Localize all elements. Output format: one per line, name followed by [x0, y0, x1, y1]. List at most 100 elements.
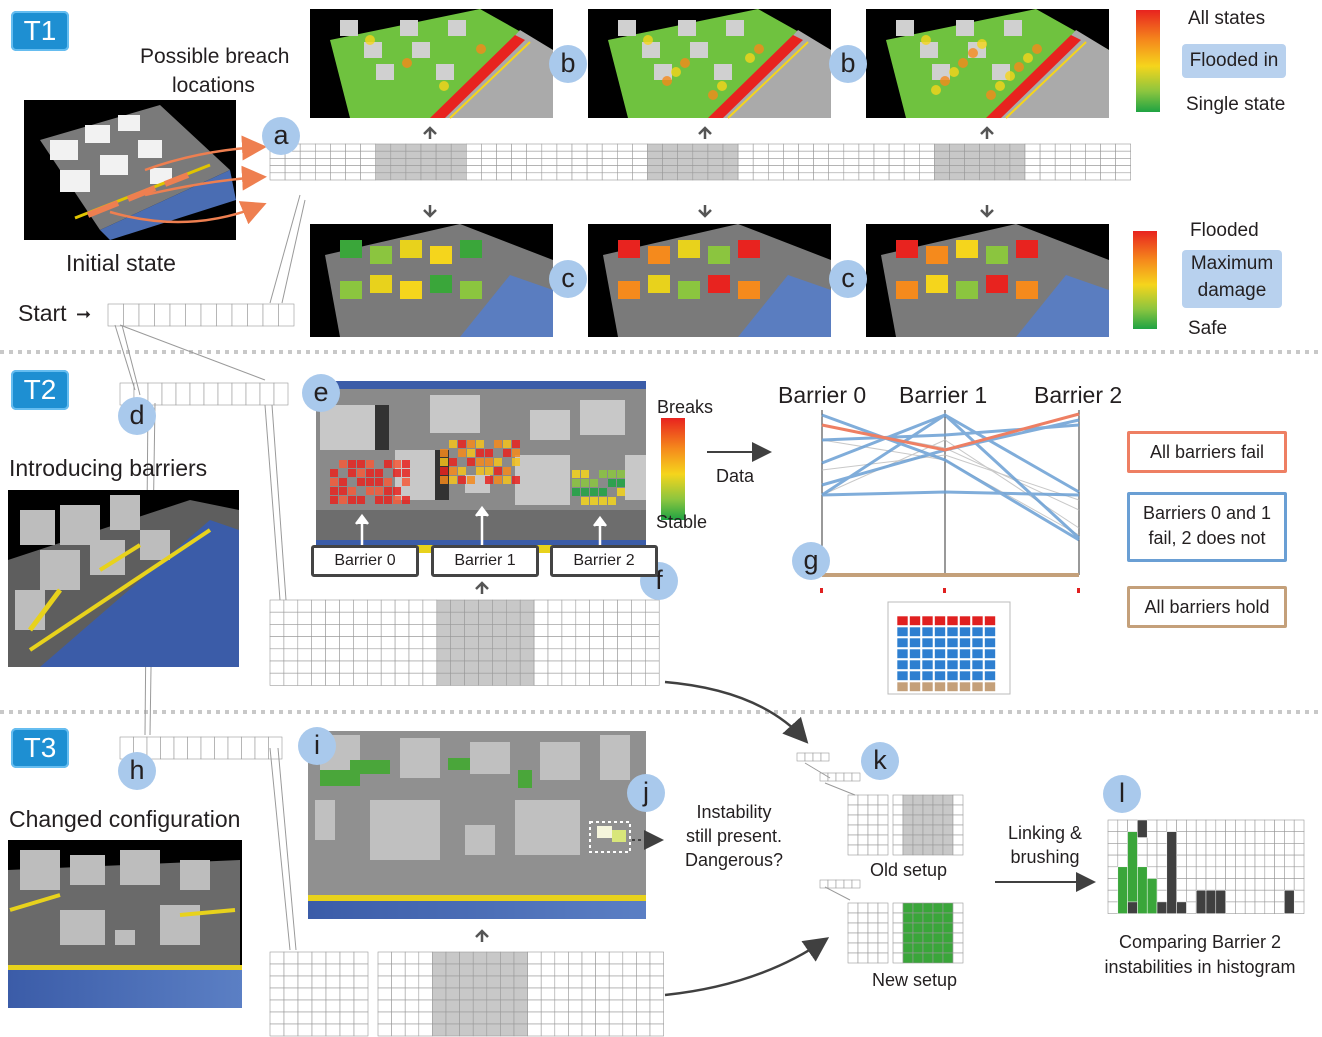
flood-legend-chip: Flooded in — [1182, 44, 1286, 78]
grid-arrows — [423, 126, 994, 942]
breach-arrow-1 — [144, 135, 267, 172]
outcome-cell — [971, 681, 984, 692]
barrier-cube-0 — [375, 487, 383, 495]
t3-grid-right — [377, 951, 664, 1037]
outcome-cell — [959, 626, 971, 637]
outcome-cell — [946, 681, 959, 692]
barrier-1-button[interactable]: Barrier 1 — [431, 545, 539, 577]
flood-renders — [310, 9, 1109, 119]
barrier-cube-0 — [375, 469, 383, 477]
pc-axis-label-2: Barrier 2 — [1034, 382, 1123, 408]
barrier-cube-1 — [440, 449, 448, 457]
breach-label-1: Possible breach — [140, 45, 290, 68]
barrier-cube-1 — [458, 440, 466, 448]
barrier-cube-1 — [467, 440, 475, 448]
barrier-cube-0 — [348, 460, 356, 468]
barrier-cube-0 — [366, 469, 374, 477]
hist-bar-new — [1117, 866, 1128, 914]
outcome-cell — [921, 681, 934, 692]
barrier-cube-1 — [458, 449, 466, 457]
outcome-cell — [934, 626, 946, 637]
marker-c2: c — [829, 260, 867, 298]
barrier-cube-0 — [393, 460, 401, 468]
new-grid-left — [847, 902, 889, 964]
outcome-cell — [959, 615, 971, 626]
legend-fail-01-line2: fail, 2 does not — [1148, 528, 1266, 548]
barrier-cube-1 — [467, 458, 475, 466]
outcome-cell — [959, 648, 971, 659]
outcome-cell — [934, 604, 946, 615]
outcome-cell — [984, 626, 996, 637]
barrier-cube-1 — [485, 476, 493, 484]
setup-grids — [796, 752, 964, 964]
barrier-cube-1 — [494, 440, 502, 448]
state-grids — [107, 143, 1131, 1037]
breach-label-2: locations — [172, 74, 255, 97]
hist-bar-old — [1127, 901, 1138, 914]
marker-b2: b — [829, 45, 867, 83]
main-state-grid — [269, 143, 1131, 181]
up-arrow-t3 — [475, 929, 489, 942]
start-arrow-icon: ➞ — [76, 304, 92, 324]
barrier-cube-0 — [402, 478, 410, 486]
flood-render-0 — [310, 9, 553, 119]
barrier-cube-1 — [467, 449, 475, 457]
barrier-cube-0 — [339, 478, 347, 486]
barrier-2-button[interactable]: Barrier 2 — [550, 545, 658, 577]
barrier-cube-1 — [449, 458, 457, 466]
outcome-cell — [896, 626, 909, 637]
barrier-cube-1 — [458, 476, 466, 484]
outcome-cell — [934, 637, 946, 648]
barrier-cube-1 — [503, 467, 511, 475]
outcome-cell — [896, 659, 909, 670]
hist-bar-old — [1215, 889, 1226, 914]
outcome-cell — [909, 604, 921, 615]
barrier-cube-0 — [393, 469, 401, 477]
outcome-cell — [909, 626, 921, 637]
old-setup-label: Old setup — [870, 860, 948, 880]
outcome-cell — [896, 670, 909, 681]
outcome-cell — [909, 615, 921, 626]
barrier-cube-1 — [440, 458, 448, 466]
barrier-cube-2 — [617, 479, 625, 487]
t2-small-grid — [119, 382, 289, 406]
outcome-cell — [946, 659, 959, 670]
breach-arrow-2 — [144, 165, 267, 197]
barrier-cube-0 — [384, 496, 392, 504]
marker-e: e — [302, 374, 340, 412]
hist-bar-new — [1146, 878, 1158, 914]
hist-bar-old — [1137, 819, 1148, 838]
barrier-cube-1 — [485, 467, 493, 475]
barrier-cube-2 — [617, 470, 625, 478]
outcome-cell — [984, 670, 996, 681]
barrier-cube-2 — [617, 488, 625, 496]
hist-bar-old — [1166, 831, 1177, 914]
barrier-0-button[interactable]: Barrier 0 — [311, 545, 419, 577]
outcome-cell — [896, 615, 909, 626]
k-old-parent — [819, 772, 861, 782]
barrier-cube-0 — [402, 496, 410, 504]
changed-config-render — [8, 840, 242, 1008]
start-label: Start — [18, 300, 67, 326]
hist-caption-line1: Comparing Barrier 2 — [1118, 932, 1282, 952]
marker-c1: c — [549, 260, 587, 298]
outcome-cell — [921, 659, 934, 670]
barrier-cube-1 — [485, 449, 493, 457]
up-arrow-3 — [980, 126, 994, 139]
break-legend-bottom: Stable — [656, 512, 708, 532]
barriers-3d-render — [8, 490, 239, 667]
marker-d: d — [118, 397, 156, 435]
barrier-cube-2 — [581, 488, 589, 496]
barrier-cube-2 — [599, 470, 607, 478]
marker-k: k — [861, 742, 899, 780]
outcome-cell — [934, 681, 946, 692]
flow-arrow-new — [664, 937, 830, 997]
outcome-cell — [959, 670, 971, 681]
barrier-cube-1 — [512, 449, 520, 457]
barrier-cube-2 — [572, 470, 580, 478]
outcome-cell — [959, 659, 971, 670]
start-grid — [107, 303, 295, 327]
outcome-matrix — [887, 601, 1011, 695]
instability-line1: Instability — [696, 802, 772, 822]
